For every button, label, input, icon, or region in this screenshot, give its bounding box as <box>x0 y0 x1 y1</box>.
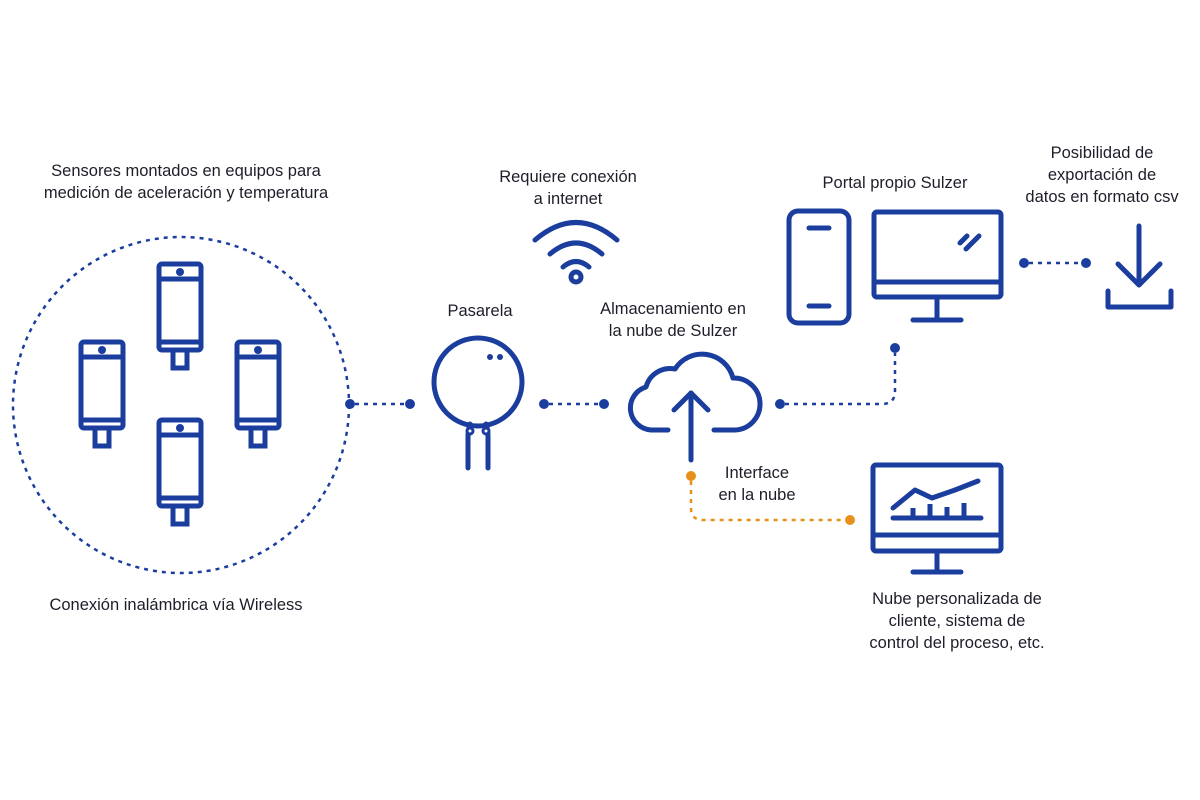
export-label: Posibilidad de exportación de datos en f… <box>1012 142 1192 208</box>
wireless-label-text: Conexión inalámbrica vía Wireless <box>49 596 303 614</box>
gateway-label-text: Pasarela <box>447 302 513 320</box>
download-icon <box>1105 223 1174 310</box>
cloud-label-line-2: la nube de Sulzer <box>608 322 738 340</box>
cloud-upload-icon <box>627 351 763 463</box>
connector-portal-export <box>1019 258 1091 268</box>
export-label-line-2: exportación de <box>1047 166 1157 184</box>
sensor-icon <box>159 264 201 368</box>
internet-label-line-2: a internet <box>533 190 603 208</box>
smartphone-icon <box>786 208 852 326</box>
interface-label: Interface en la nube <box>702 462 812 506</box>
internet-label: Requiere conexión a internet <box>478 166 658 210</box>
sensors-label: Sensores montados en equipos para medici… <box>16 160 356 204</box>
wifi-icon <box>532 220 620 285</box>
connector-gateway-cloud <box>539 399 609 409</box>
export-label-line-1: Posibilidad de <box>1050 144 1154 162</box>
connector-cloud-customer <box>686 471 855 525</box>
cloud-label-line-1: Almacenamiento en <box>600 300 746 318</box>
monitor-icon <box>871 209 1004 323</box>
interface-label-line-2: en la nube <box>718 486 796 504</box>
sensors-label-line-1: Sensores montados en equipos para <box>51 162 321 180</box>
portal-label: Portal propio Sulzer <box>800 172 990 194</box>
wireless-label: Conexión inalámbrica vía Wireless <box>16 594 336 616</box>
customer-label-line-1: Nube personalizada de <box>872 590 1042 608</box>
gateway-icon <box>431 335 525 471</box>
customer-label: Nube personalizada de cliente, sistema d… <box>852 588 1062 654</box>
internet-label-line-1: Requiere conexión <box>499 168 637 186</box>
portal-label-text: Portal propio Sulzer <box>822 174 968 192</box>
monitor-chart-icon <box>870 462 1004 575</box>
sensor-icon <box>237 342 279 446</box>
sensor-icon <box>81 342 123 446</box>
connector-sensors-gateway <box>345 399 415 409</box>
sensor-icon <box>159 420 201 524</box>
customer-label-line-2: cliente, sistema de <box>888 612 1026 630</box>
connector-cloud-portal <box>775 343 900 409</box>
gateway-label: Pasarela <box>420 300 540 322</box>
cloud-label: Almacenamiento en la nube de Sulzer <box>588 298 758 342</box>
customer-label-line-3: control del proceso, etc. <box>869 634 1045 652</box>
export-label-line-3: datos en formato csv <box>1025 188 1179 206</box>
interface-label-line-1: Interface <box>724 464 790 482</box>
sensors-label-line-2: medición de aceleración y temperatura <box>43 184 329 202</box>
